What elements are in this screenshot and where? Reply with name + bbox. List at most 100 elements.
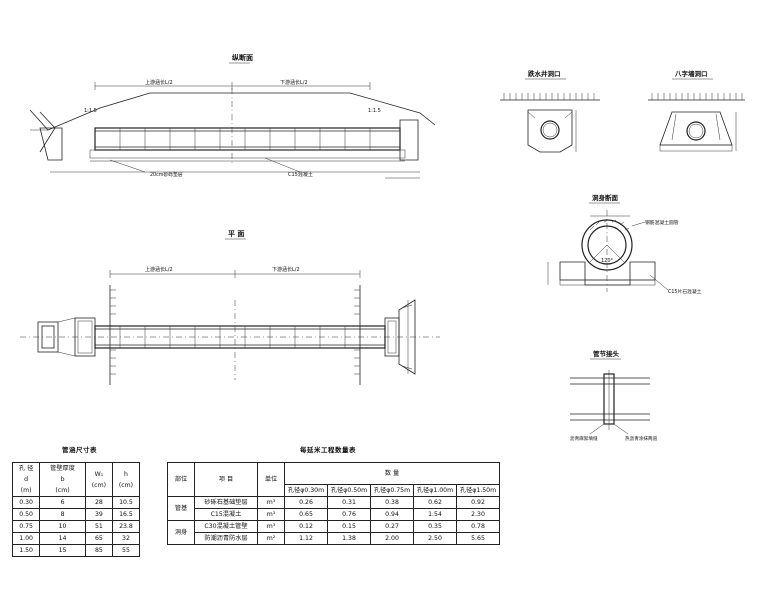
table-cell: 39 <box>84 508 113 521</box>
table-row: 防潮沥青防水层 m² 1.12 1.38 2.00 2.50 5.65 <box>168 532 500 545</box>
qty-header-part: 部位 <box>167 462 195 497</box>
foundation-note: 20cm砂砾垫层 <box>150 171 183 178</box>
table-cell: 2.00 <box>370 532 414 545</box>
table-cell: 0.26 <box>284 496 328 509</box>
table-cell: 0.78 <box>456 520 500 533</box>
table-cell: 28 <box>84 496 113 509</box>
table-cell: 1.38 <box>327 532 371 545</box>
qty-item: 防潮沥青防水层 <box>194 532 258 545</box>
table-cell: 0.75 <box>11 520 41 533</box>
plan-view: 平 面 上游涵长L/2 下游涵长L/2 <box>20 230 440 385</box>
qty-size-col: 孔径φ0.75m <box>370 484 414 497</box>
table-cell: 55 <box>111 544 141 557</box>
qty-unit: m³ <box>257 520 285 533</box>
wing-view: 八字墙洞口 <box>648 69 745 152</box>
qty-item: 砂砾石基础垫层 <box>194 496 258 509</box>
size-header-w: W₁ (cm) <box>84 462 113 497</box>
table-cell: 0.35 <box>413 520 457 533</box>
qty-table: 部位 项 目 单位 数 量 孔径φ0.30m 孔径φ0.50m 孔径φ0.75m… <box>167 462 500 545</box>
table-cell: 10.5 <box>111 496 141 509</box>
plan-up-label: 上游涵长L/2 <box>145 266 173 273</box>
table-cell: 0.30 <box>11 496 41 509</box>
qty-part: 洞身 <box>167 520 195 545</box>
elev-down-label: 下游涵长L/2 <box>280 79 308 86</box>
joint-title: 管节接头 <box>593 349 620 358</box>
table-cell: 0.92 <box>456 496 500 509</box>
table-cell: 5.65 <box>456 532 500 545</box>
table-cell: 0.65 <box>284 508 328 521</box>
qty-table-title: 每延米工程数量表 <box>300 446 356 454</box>
qty-size-col: 孔径φ1.50m <box>456 484 500 497</box>
section-view: 洞身断面 120° 钢筋混凝土圆管 C15片石混凝土 <box>547 193 702 295</box>
qty-header-item: 项 目 <box>194 462 258 497</box>
table-cell: 0.50 <box>11 508 41 521</box>
table-cell: 2.50 <box>413 532 457 545</box>
table-cell: 14 <box>39 532 86 545</box>
inlet-view: 跌水井洞口 <box>500 69 600 153</box>
table-cell: 2.30 <box>456 508 500 521</box>
size-table-title: 管涵尺寸表 <box>62 446 97 454</box>
table-row: C15混凝土 m³ 0.65 0.76 0.94 1.54 2.30 <box>168 508 500 521</box>
table-cell: 32 <box>111 532 141 545</box>
joint-view: 管节接头 沥青麻絮填缝 热沥青涂抹两道 <box>570 349 658 442</box>
wing-title: 八字墙洞口 <box>674 69 708 78</box>
size-header-h: h (cm) <box>111 462 141 497</box>
joint-note-right: 热沥青涂抹两道 <box>625 435 658 442</box>
plan-down-label: 下游涵长L/2 <box>272 266 300 273</box>
table-cell: 0.38 <box>370 496 414 509</box>
qty-size-col: 孔径φ0.30m <box>284 484 328 497</box>
qty-unit: m³ <box>257 496 285 509</box>
qty-header-qty: 数 量 <box>284 462 500 485</box>
c15-section-note: C15片石混凝土 <box>668 288 702 295</box>
qty-unit: m² <box>257 532 285 545</box>
table-cell: 8 <box>39 508 86 521</box>
table-cell: 65 <box>84 532 113 545</box>
qty-size-col: 孔径φ0.50m <box>327 484 371 497</box>
elev-up-label: 上游涵长L/2 <box>145 79 173 86</box>
table-cell: 1.00 <box>11 532 41 545</box>
qty-item: C30混凝土管壁 <box>194 520 258 533</box>
table-cell: 0.27 <box>370 520 414 533</box>
table-cell: 1.50 <box>11 544 41 557</box>
table-cell: 0.76 <box>327 508 371 521</box>
inlet-title: 跌水井洞口 <box>528 69 561 78</box>
section-title: 洞身断面 <box>592 193 619 202</box>
table-cell: 0.94 <box>370 508 414 521</box>
elevation-view: 纵断面 上游涵长L/2 下游涵长L/2 1:1.5 <box>29 53 436 179</box>
c15-note: C15混凝土 <box>288 171 313 178</box>
table-cell: 1.54 <box>413 508 457 521</box>
table-cell: 85 <box>84 544 113 557</box>
table-cell: 51 <box>84 520 113 533</box>
size-header-d: 孔 径 d (m) <box>11 462 41 497</box>
table-cell: 16.5 <box>111 508 141 521</box>
size-header-b: 管壁厚度 b (cm) <box>39 462 86 497</box>
table-cell: 10 <box>39 520 86 533</box>
qty-header-unit: 单位 <box>257 462 285 497</box>
qty-part: 管基 <box>167 496 195 521</box>
table-cell: 6 <box>39 496 86 509</box>
table-cell: 23.8 <box>111 520 141 533</box>
plan-title: 平 面 <box>228 230 244 238</box>
table-cell: 0.62 <box>413 496 457 509</box>
qty-size-col: 孔径φ1.00m <box>413 484 457 497</box>
table-cell: 15 <box>39 544 86 557</box>
table-cell: 0.12 <box>284 520 328 533</box>
table-cell: 0.15 <box>327 520 371 533</box>
table-cell: 1.12 <box>284 532 328 545</box>
table-cell: 0.31 <box>327 496 371 509</box>
angle-label: 120° <box>601 258 614 264</box>
qty-item: C15混凝土 <box>194 508 258 521</box>
joint-note-left: 沥青麻絮填缝 <box>570 435 598 442</box>
table-row: 洞身 C30混凝土管壁 m³ 0.12 0.15 0.27 0.35 0.78 <box>167 520 500 545</box>
slope-left: 1:1.5 <box>84 108 97 114</box>
table-row: 管基 砂砾石基础垫层 m³ 0.26 0.31 0.38 0.62 0.92 <box>167 496 500 521</box>
elevation-title: 纵断面 <box>232 53 253 62</box>
pipe-note: 钢筋混凝土圆管 <box>645 219 679 226</box>
size-table: 孔 径 d (m) 管壁厚度 b (cm) W₁ (cm) h (cm) 0.3… <box>11 462 141 557</box>
